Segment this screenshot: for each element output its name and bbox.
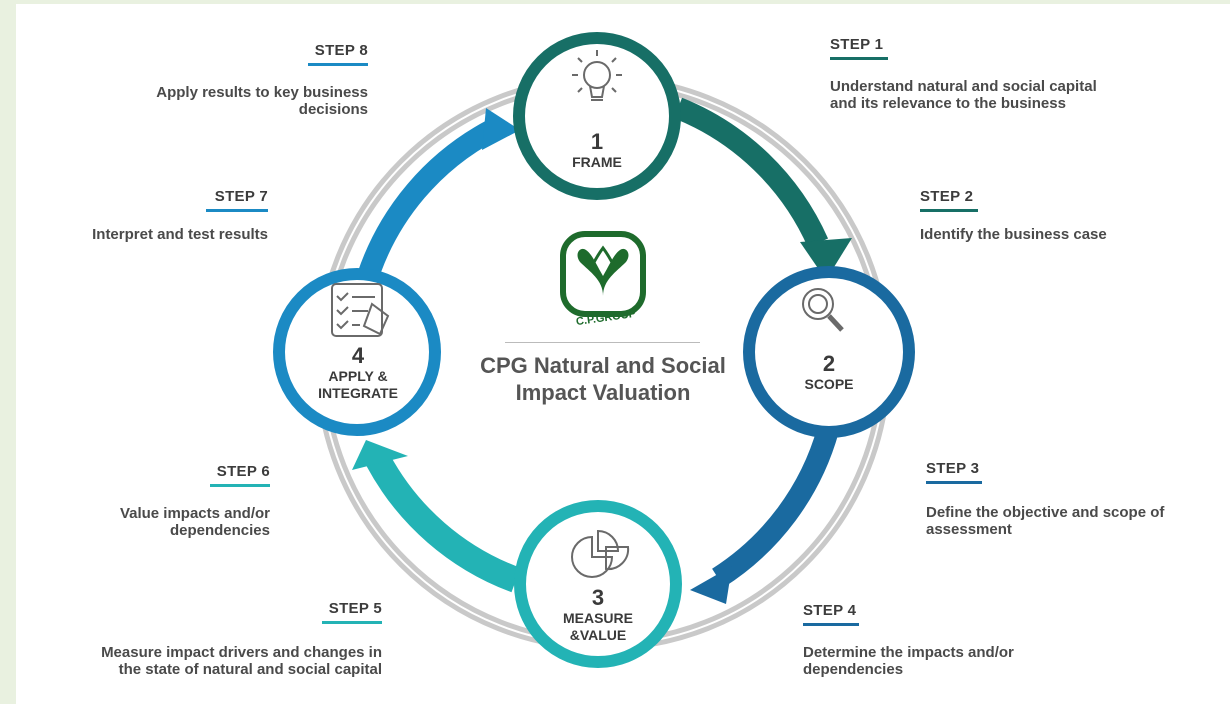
step-text: Measure impact drivers and changes in th… bbox=[101, 644, 382, 678]
step-underline bbox=[308, 63, 368, 66]
node-name: FRAME bbox=[572, 154, 622, 170]
node-measure[interactable] bbox=[514, 500, 682, 668]
step-text: Apply results to key business decisions bbox=[156, 84, 368, 118]
step-3: STEP 3 Define the objective and scope of… bbox=[926, 460, 1216, 538]
step-6: STEP 6 Value impacts and/or dependencies bbox=[60, 463, 270, 539]
magnifier-icon bbox=[802, 288, 844, 332]
center-divider bbox=[505, 342, 700, 343]
step-5: STEP 5 Measure impact drivers and change… bbox=[82, 600, 382, 678]
node-number: 3 bbox=[591, 585, 605, 610]
step-1: STEP 1 Understand natural and social cap… bbox=[830, 36, 1120, 112]
node-number: 2 bbox=[822, 351, 836, 376]
step-title: STEP 6 bbox=[216, 463, 270, 480]
step-text: Identify the business case bbox=[920, 226, 1107, 243]
step-8: STEP 8 Apply results to key business dec… bbox=[90, 42, 368, 118]
step-underline bbox=[926, 481, 982, 484]
step-4: STEP 4 Determine the impacts and/or depe… bbox=[803, 602, 1093, 678]
node-measure-label: 3 MEASURE &VALUE bbox=[548, 586, 648, 644]
step-title: STEP 3 bbox=[926, 460, 980, 477]
node-name: APPLY & INTEGRATE bbox=[318, 368, 398, 401]
step-underline bbox=[830, 57, 888, 60]
step-2: STEP 2 Identify the business case bbox=[920, 188, 1180, 243]
step-underline bbox=[803, 623, 859, 626]
node-apply-label: 4 APPLY & INTEGRATE bbox=[302, 344, 414, 402]
node-number: 1 bbox=[590, 129, 604, 154]
step-text: Determine the impacts and/or dependencie… bbox=[803, 644, 1014, 678]
arrow-measure-to-apply bbox=[352, 440, 521, 593]
node-frame-label: 1 FRAME bbox=[557, 130, 637, 171]
step-7: STEP 7 Interpret and test results bbox=[20, 188, 268, 243]
arrow-apply-to-frame bbox=[357, 108, 520, 280]
step-title: STEP 7 bbox=[214, 188, 268, 205]
arrow-frame-to-scope bbox=[673, 97, 852, 280]
node-scope[interactable] bbox=[743, 266, 915, 438]
checklist-icon bbox=[331, 283, 390, 337]
step-underline bbox=[322, 621, 382, 624]
node-number: 4 bbox=[351, 343, 365, 368]
cp-group-logo bbox=[560, 231, 646, 317]
node-frame[interactable] bbox=[513, 32, 681, 200]
pie-chart-icon bbox=[571, 529, 630, 578]
step-underline bbox=[210, 484, 270, 487]
step-text: Define the objective and scope of assess… bbox=[926, 504, 1165, 538]
center-title: CPG Natural and Social Impact Valuation bbox=[480, 353, 726, 405]
step-title: STEP 2 bbox=[920, 188, 974, 205]
step-text: Understand natural and social capital an… bbox=[830, 78, 1097, 112]
node-scope-label: 2 SCOPE bbox=[789, 352, 869, 393]
step-title: STEP 5 bbox=[328, 600, 382, 617]
node-apply[interactable] bbox=[273, 268, 441, 436]
step-title: STEP 1 bbox=[830, 36, 884, 53]
step-underline bbox=[920, 209, 978, 212]
lightbulb-icon bbox=[572, 50, 622, 101]
step-title: STEP 4 bbox=[803, 602, 857, 619]
step-text: Interpret and test results bbox=[92, 226, 268, 243]
step-title: STEP 8 bbox=[314, 42, 368, 59]
step-text: Value impacts and/or dependencies bbox=[119, 505, 270, 539]
node-name: SCOPE bbox=[804, 376, 854, 392]
node-name: MEASURE &VALUE bbox=[562, 610, 633, 643]
step-underline bbox=[206, 209, 268, 212]
arrow-scope-to-measure bbox=[690, 426, 839, 604]
